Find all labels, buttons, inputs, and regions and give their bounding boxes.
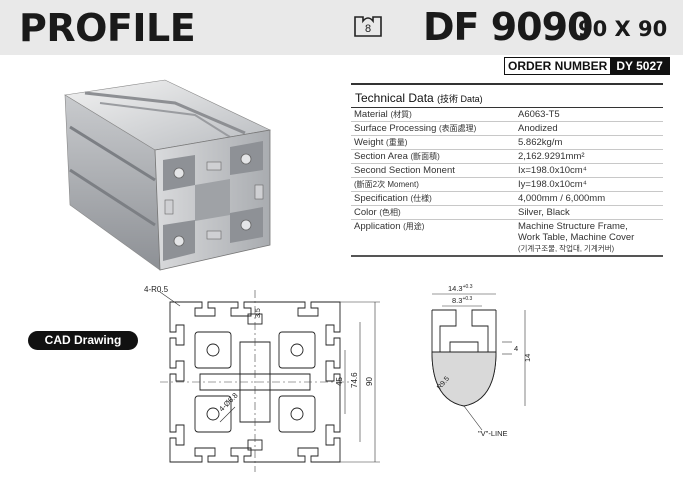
tech-row-value-text: 4,000mm / 6,000mm <box>518 193 606 204</box>
header-bar <box>0 0 683 55</box>
tech-row-value: Anodized <box>515 121 663 136</box>
tech-row-value-text: 5.862kg/m <box>518 137 563 148</box>
tech-row-key: Application (用途) <box>351 219 515 257</box>
tech-row: Weight (重量)5.862kg/m <box>351 135 663 150</box>
tech-row-key-label: Second Section Monent <box>354 165 455 176</box>
tech-row-key-sub: (色相) <box>379 208 401 217</box>
tech-row-key-sub: (表面處理) <box>439 124 477 133</box>
cad-slot-detail: 14.3+0.3 8.3+0.3 R9.5 4 14 "V"-LINE <box>431 284 532 438</box>
tech-row-value-text: Machine Structure Frame, <box>518 221 628 232</box>
tech-row-key-sub: (斷面積) <box>410 152 440 161</box>
tech-row-value-text: Iy=198.0x10cm⁴ <box>518 179 587 190</box>
dim-hole: 4-Ø6.8 <box>217 391 240 414</box>
tech-row: Color (色相)Silver, Black <box>351 205 663 220</box>
order-number-box: ORDER NUMBER DY 5027 <box>504 57 670 75</box>
order-number-label: ORDER NUMBER <box>505 58 611 74</box>
technical-data-panel: Technical Data (技術 Data) Material (材質)A6… <box>351 83 663 257</box>
dim-45: 45 <box>335 377 344 386</box>
dim-74-6: 74.6 <box>350 372 359 388</box>
tech-row-key: Weight (重量) <box>351 135 515 150</box>
tech-row: Surface Processing (表面處理)Anodized <box>351 121 663 136</box>
tech-row-value: 4,000mm / 6,000mm <box>515 191 663 206</box>
technical-data-heading: Technical Data <box>355 91 434 105</box>
tech-row-value-text: A6063-T5 <box>518 109 560 120</box>
tech-row-value: Ix=198.0x10cm⁴ <box>515 163 663 178</box>
tech-row-key-label: Section Area <box>354 151 408 162</box>
order-number-value: DY 5027 <box>610 58 669 74</box>
tech-row-value-text: Silver, Black <box>518 207 570 218</box>
tech-row-key-sub: (仕様) <box>410 194 432 203</box>
tech-row-value-text: Anodized <box>518 123 558 134</box>
tech-row-value: Machine Structure Frame,Work Table, Mach… <box>515 219 663 257</box>
tech-row-key-label: Application <box>354 221 401 232</box>
tech-row-key: Color (色相) <box>351 205 515 220</box>
slot-size-number: 8 <box>365 23 371 35</box>
tech-row-value: 2,162.9291mm² <box>515 149 663 164</box>
tech-row-key-sub: (材質) <box>390 110 412 119</box>
tech-row-value: Silver, Black <box>515 205 663 220</box>
profile-size: 90 X 90 <box>578 17 668 41</box>
tech-row: Specification (仕様)4,000mm / 6,000mm <box>351 191 663 206</box>
detail-vline-label: "V"-LINE <box>478 429 508 438</box>
tech-row-key: Section Area (斷面積) <box>351 149 515 164</box>
page-title: PROFILE <box>19 6 196 50</box>
dim-90: 90 <box>365 377 374 386</box>
tech-row-key-label: Material <box>354 109 388 120</box>
profile-photo <box>64 79 271 271</box>
tech-row-key-sub: (用途) <box>403 222 425 231</box>
tech-row: Material (材質)A6063-T5 <box>351 108 663 122</box>
tech-application-korean: (기계구조물, 작업대, 기계커버) <box>518 244 615 253</box>
tech-row-key-label: Color <box>354 207 377 218</box>
tech-row-key: Surface Processing (表面處理) <box>351 121 515 136</box>
technical-data-title: Technical Data (技術 Data) <box>351 83 663 108</box>
tech-row-value: 5.862kg/m <box>515 135 663 150</box>
tech-row: Second Section Monent Ix=198.0x10cm⁴ <box>351 163 663 178</box>
slot-size-icon: 8 <box>354 16 382 37</box>
detail-width-8-3: 8.3+0.3 <box>452 296 473 305</box>
detail-width-14-3: 14.3+0.3 <box>448 284 473 293</box>
dim-corner-radius: 4-R0.5 <box>144 285 169 294</box>
tech-row: (斷面2次 Moment) Iy=198.0x10cm⁴ <box>351 177 663 192</box>
detail-depth-4: 4 <box>514 344 518 353</box>
tech-row-key: Specification (仕様) <box>351 191 515 206</box>
technical-data-heading-sub: (技術 Data) <box>437 94 483 104</box>
tech-row-key: Second Section Monent <box>351 163 515 178</box>
tech-row-value: Iy=198.0x10cm⁴ <box>515 177 663 192</box>
tech-row-key: Material (材質) <box>351 108 515 122</box>
cad-cross-section: 4-R0.5 3.5 4-Ø6.8 45 74.6 90 <box>144 285 380 472</box>
detail-depth-14: 14 <box>523 354 532 362</box>
dim-slot-depth: 3.5 <box>255 308 262 318</box>
tech-row-key-sub: (斷面2次 Moment) <box>354 180 419 189</box>
tech-row-key: (斷面2次 Moment) <box>351 177 515 192</box>
model-number: DF 9090 <box>423 5 593 49</box>
tech-row-value-text: Ix=198.0x10cm⁴ <box>518 165 587 176</box>
tech-row-key-sub: (重量) <box>386 138 408 147</box>
tech-row: Application (用途)Machine Structure Frame,… <box>351 219 663 257</box>
cad-drawing-label: CAD Drawing <box>28 331 138 350</box>
tech-row-key-label: Surface Processing <box>354 123 437 134</box>
tech-row-value: A6063-T5 <box>515 108 663 122</box>
tech-row: Section Area (斷面積)2,162.9291mm² <box>351 149 663 164</box>
tech-application-line2: Work Table, Machine Cover <box>518 232 635 243</box>
tech-row-value-text: 2,162.9291mm² <box>518 151 585 162</box>
tech-row-key-label: Weight <box>354 137 384 148</box>
tech-row-key-label: Specification <box>354 193 408 204</box>
